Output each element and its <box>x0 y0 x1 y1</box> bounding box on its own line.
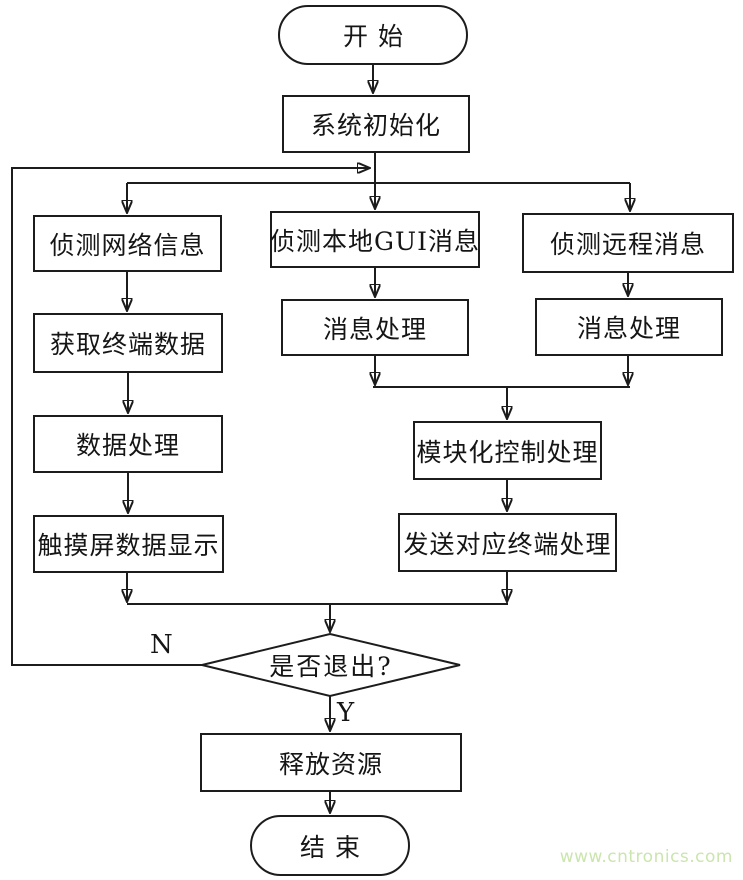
node-detect-network-info: 侦测网络信息 <box>33 215 222 272</box>
node-end: 结束 <box>250 815 410 876</box>
node-get-terminal-data: 获取终端数据 <box>33 313 223 373</box>
node-data-processing: 数据处理 <box>33 415 223 473</box>
node-local-message-processing: 消息处理 <box>281 299 469 356</box>
node-touchscreen-data-display: 触摸屏数据显示 <box>33 515 224 573</box>
node-exit-decision: 是否退出? <box>269 652 393 681</box>
node-remote-message-processing: 消息处理 <box>535 298 723 356</box>
node-modular-control-processing: 模块化控制处理 <box>413 421 602 480</box>
node-detect-remote-msg: 侦测远程消息 <box>522 213 734 273</box>
edge-label-yes: Y <box>337 698 355 728</box>
edge-label-no: N <box>150 630 173 660</box>
watermark-text: www.cntronics.com <box>559 847 733 867</box>
node-start: 开始 <box>278 5 468 65</box>
edge-loop-back-no <box>11 168 370 666</box>
node-system-init: 系统初始化 <box>282 95 470 153</box>
node-detect-local-gui-msg: 侦测本地GUI消息 <box>270 211 480 268</box>
node-send-to-terminal-processing: 发送对应终端处理 <box>398 513 617 572</box>
node-release-resources: 释放资源 <box>200 733 462 792</box>
